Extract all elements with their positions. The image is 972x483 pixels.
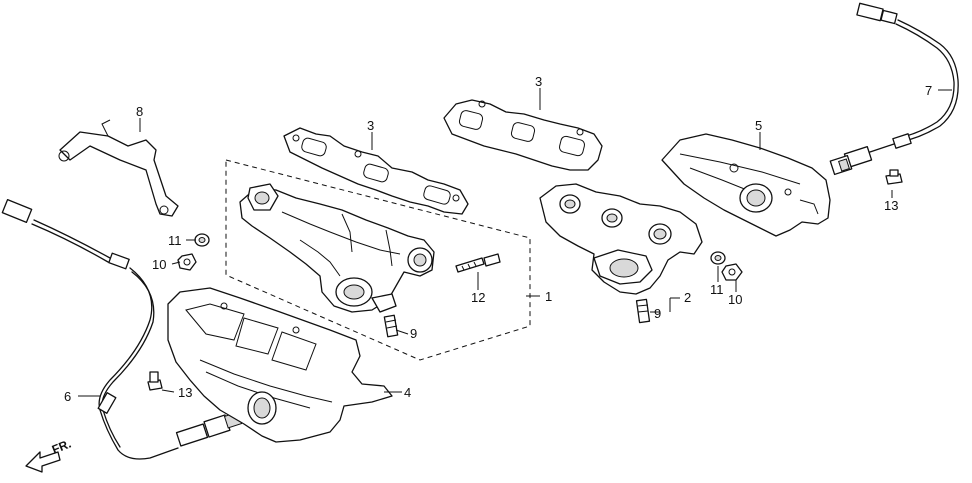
label-2: 2	[684, 290, 691, 305]
label-13-right: 13	[884, 198, 898, 213]
part-9-plug-right[interactable]	[635, 298, 651, 324]
part-3-gasket-left[interactable]	[283, 127, 469, 215]
label-8: 8	[136, 104, 143, 119]
part-12-stud[interactable]	[455, 253, 501, 273]
label-6: 6	[64, 389, 71, 404]
label-11-right: 11	[710, 282, 724, 297]
label-13-left: 13	[178, 385, 192, 400]
part-4-heat-shield[interactable]	[167, 287, 393, 443]
part-7-oxygen-sensor[interactable]	[829, 2, 959, 176]
part-10-nut-right[interactable]	[721, 263, 743, 281]
front-label: FR.	[50, 437, 73, 457]
leader-lines	[78, 88, 952, 397]
part-5-heat-shield[interactable]	[661, 133, 831, 237]
part-13-bolt-left[interactable]	[147, 371, 163, 391]
part-11-washer-right[interactable]	[710, 251, 726, 265]
label-10-left: 10	[152, 257, 166, 272]
label-9-right: 9	[654, 306, 661, 321]
sensor-7-body	[829, 145, 873, 176]
label-12: 12	[471, 290, 485, 305]
part-2-exhaust-manifold[interactable]	[539, 183, 703, 295]
front-direction-indicator: FR.	[25, 437, 73, 473]
label-4: 4	[404, 385, 411, 400]
part-3-gasket-right[interactable]	[443, 99, 603, 171]
sensor-6-body	[175, 411, 243, 447]
label-3-left: 3	[367, 118, 374, 133]
part-6-oxygen-sensor[interactable]	[1, 198, 243, 460]
part-1-exhaust-manifold[interactable]	[239, 183, 435, 313]
part-10-nut-left[interactable]	[177, 253, 197, 271]
label-10-right: 10	[728, 292, 742, 307]
part-11-washer-left[interactable]	[194, 233, 210, 247]
label-5: 5	[755, 118, 762, 133]
label-1: 1	[545, 289, 552, 304]
assembly-outline-1	[225, 159, 531, 361]
part-13-bolt-right[interactable]	[885, 169, 903, 185]
label-9-left: 9	[410, 326, 417, 341]
front-arrow-icon	[25, 451, 61, 473]
label-11-left: 11	[168, 233, 182, 248]
part-9-plug-left[interactable]	[383, 314, 399, 338]
part-8-bracket[interactable]	[58, 119, 179, 217]
part-labels: 8 3 3 5 7 13 11 10 12 1 9 4 13 6 9 2 11 …	[64, 74, 932, 404]
label-3-right: 3	[535, 74, 542, 89]
label-7: 7	[925, 83, 932, 98]
